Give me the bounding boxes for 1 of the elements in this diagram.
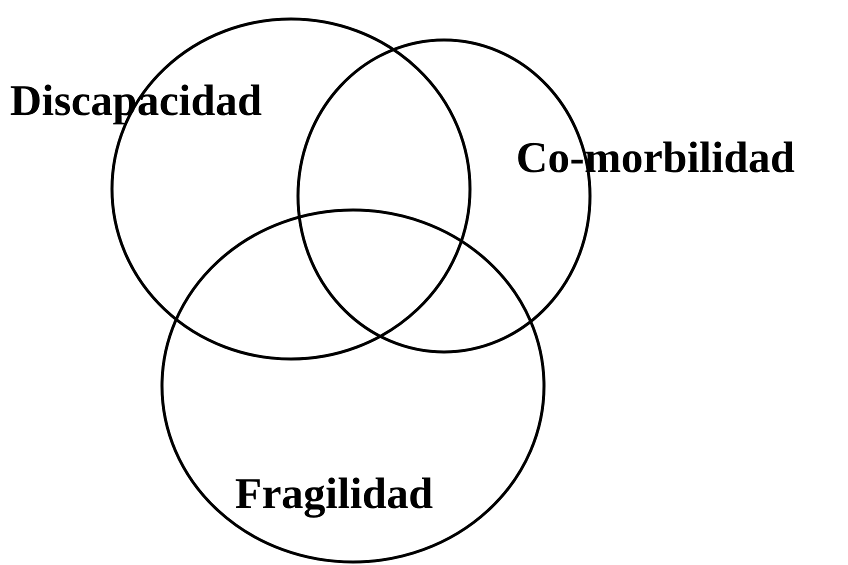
set-label: Fragilidad: [235, 472, 434, 516]
